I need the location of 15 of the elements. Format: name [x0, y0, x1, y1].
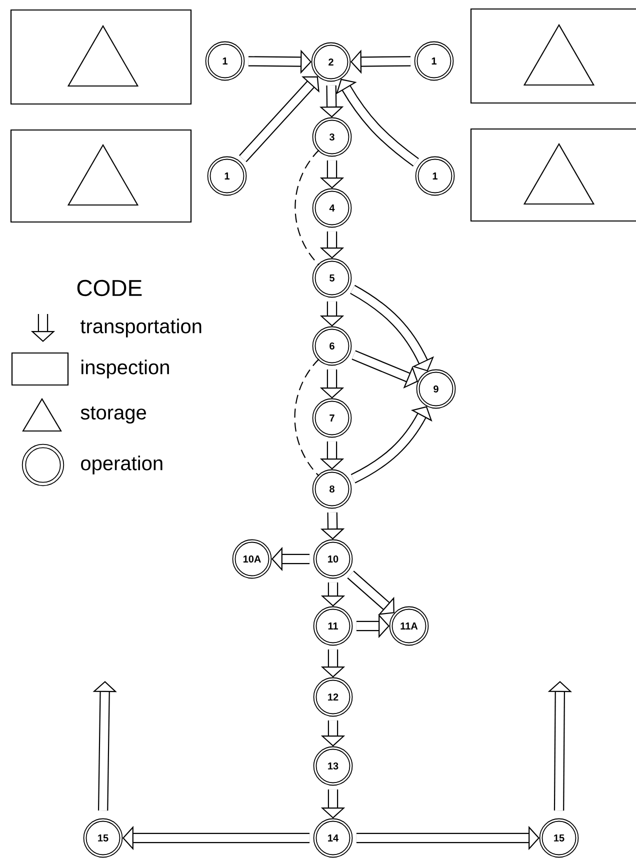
process-box	[10, 129, 192, 223]
dashed-connector	[294, 358, 320, 476]
dashed-connector	[294, 150, 320, 266]
legend-label: inspection	[82, 360, 169, 378]
block-arrow	[336, 78, 419, 166]
block-arrow	[239, 76, 320, 162]
code-heading: CODE	[77, 280, 142, 296]
legend-label: operation	[81, 456, 162, 474]
legend-label: transportation	[80, 318, 202, 338]
legend-label: storage	[80, 406, 146, 424]
process-box	[470, 128, 636, 222]
block-arrow	[350, 284, 434, 372]
block-arrow	[347, 570, 394, 615]
process-box	[470, 8, 636, 104]
process-box	[10, 9, 192, 105]
